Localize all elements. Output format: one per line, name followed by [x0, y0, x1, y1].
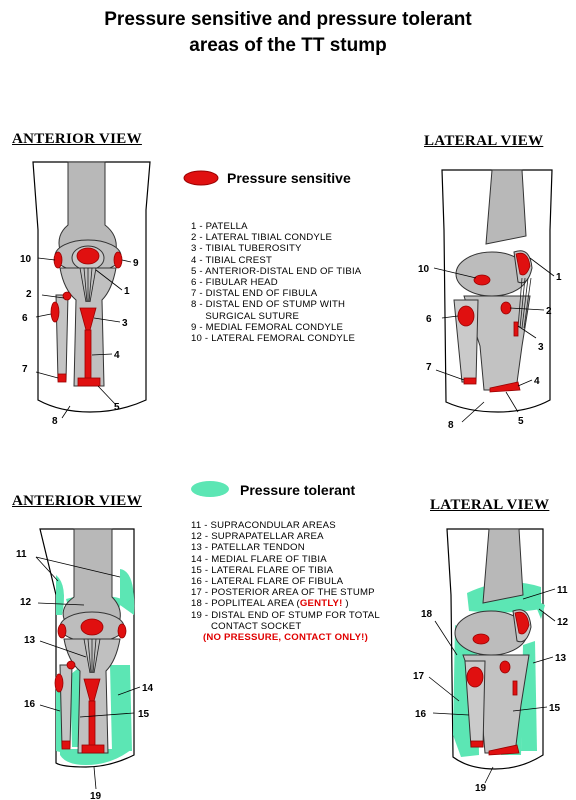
- list-item: 1 - PATELLA: [191, 221, 361, 232]
- bottom-anterior-figure: 11 12 13 14 16 15 19: [0, 515, 170, 800]
- femur-bone: [483, 529, 523, 603]
- callout-label: 18: [421, 609, 433, 620]
- callout-label: 15: [138, 709, 150, 720]
- callout-label: 12: [557, 617, 569, 628]
- page-title-line2: areas of the TT stump: [0, 34, 576, 57]
- list-item: SURGICAL SUTURE: [191, 311, 361, 322]
- callout-label: 3: [122, 318, 128, 329]
- callout-label: 7: [426, 362, 432, 373]
- callout-label: 4: [534, 376, 540, 387]
- list-item: 11 - SUPRACONDULAR AREAS: [191, 520, 380, 531]
- page-title-line1: Pressure sensitive and pressure tolerant: [0, 8, 576, 31]
- area-distal-fibula: [58, 374, 66, 382]
- pressure-sensitive-swatch: [183, 170, 219, 186]
- list-item: 12 - SUPRAPATELLAR AREA: [191, 531, 380, 542]
- item-18-gently: GENTLY!: [300, 598, 343, 609]
- list-item-18: 18 - POPLITEAL AREA (GENTLY! ): [191, 598, 380, 609]
- list-item: 5 - ANTERIOR-DISTAL END OF TIBIA: [191, 266, 361, 277]
- callout-label: 11: [557, 585, 568, 596]
- area-lateral-femoral-condyle: [54, 252, 62, 268]
- bottom-anterior-heading: ANTERIOR VIEW: [12, 493, 142, 510]
- callout-label: 2: [546, 306, 552, 317]
- list-item: 9 - MEDIAL FEMORAL CONDYLE: [191, 322, 361, 333]
- callout-label: 17: [413, 671, 425, 682]
- pressure-tolerant-swatch: [190, 480, 230, 498]
- top-anterior-heading: ANTERIOR VIEW: [12, 131, 142, 148]
- callout-label: 16: [24, 699, 36, 710]
- area-lateral-tibial-condyle: [63, 292, 71, 300]
- area-medial-tibia: [110, 665, 132, 751]
- list-item: 6 - FIBULAR HEAD: [191, 277, 361, 288]
- callout-label: 19: [475, 783, 487, 794]
- femur-bone: [486, 170, 526, 244]
- item-19-note: (NO PRESSURE, CONTACT ONLY!): [191, 632, 380, 643]
- list-item: 13 - PATELLAR TENDON: [191, 542, 380, 553]
- area-anterior-distal-tibia: [78, 378, 100, 386]
- area-fibular-head: [51, 302, 59, 322]
- top-anterior-figure: 10 9 2 1 6 3 4 7 5 8: [0, 150, 170, 435]
- callout-label: 1: [124, 286, 130, 297]
- area-lateral-tibial-condyle: [501, 302, 511, 314]
- callout-label: 3: [538, 342, 544, 353]
- pressure-tolerant-list: 11 - SUPRACONDULAR AREAS 12 - SUPRAPATEL…: [191, 520, 380, 643]
- area-distal-fibula: [464, 378, 476, 384]
- callout-label: 13: [555, 653, 567, 664]
- pressure-sensitive-list: 1 - PATELLA 2 - LATERAL TIBIAL CONDYLE 3…: [191, 221, 361, 344]
- pressure-sensitive-label: Pressure sensitive: [227, 170, 351, 186]
- callout-label: 7: [22, 364, 28, 375]
- callout-label: 15: [549, 703, 561, 714]
- top-lateral-figure: 10 1 2 6 3 7 4 8 5: [410, 150, 576, 435]
- callout-label: 9: [133, 258, 139, 269]
- callout-label: 10: [418, 264, 430, 275]
- item-18-suffix: ): [343, 598, 349, 609]
- list-item: 17 - POSTERIOR AREA OF THE STUMP: [191, 587, 380, 598]
- callout-label: 6: [22, 313, 28, 324]
- callout-label: 16: [415, 709, 427, 720]
- area-fibular-head: [458, 306, 474, 326]
- area-medial-femoral-condyle: [114, 252, 122, 268]
- callout-label: 12: [20, 597, 32, 608]
- callout-label: 6: [426, 314, 432, 325]
- area-lateral-femoral-condyle: [474, 275, 490, 285]
- bottom-lateral-heading: LATERAL VIEW: [430, 497, 549, 514]
- callout-label: 8: [52, 416, 58, 427]
- top-lateral-heading: LATERAL VIEW: [424, 133, 543, 150]
- list-item: 14 - MEDIAL FLARE OF TIBIA: [191, 554, 380, 565]
- bottom-lateral-figure: 11 12 18 13 17 16 15 19: [405, 515, 576, 800]
- list-item: 7 - DISTAL END OF FIBULA: [191, 288, 361, 299]
- callout-label: 14: [142, 683, 154, 694]
- callout-label: 5: [518, 416, 524, 427]
- list-item: 15 - LATERAL FLARE OF TIBIA: [191, 565, 380, 576]
- list-item: 10 - LATERAL FEMORAL CONDYLE: [191, 333, 361, 344]
- callout-label: 4: [114, 350, 120, 361]
- area-tibial-tuberosity: [514, 322, 518, 336]
- pressure-tolerant-label: Pressure tolerant: [240, 482, 355, 498]
- list-item: 3 - TIBIAL TUBEROSITY: [191, 243, 361, 254]
- list-item: 2 - LATERAL TIBIAL CONDYLE: [191, 232, 361, 243]
- list-item: 16 - LATERAL FLARE OF FIBULA: [191, 576, 380, 587]
- area-tibial-crest: [85, 330, 91, 380]
- callout-label: 8: [448, 420, 454, 431]
- callout-label: 11: [16, 549, 27, 560]
- area-patella: [77, 248, 99, 264]
- list-item: 19 - DISTAL END OF STUMP FOR TOTAL: [191, 610, 380, 621]
- callout-label: 2: [26, 289, 32, 300]
- callout-label: 1: [556, 272, 562, 283]
- callout-label: 5: [114, 402, 120, 413]
- callout-label: 19: [90, 791, 102, 800]
- callout-label: 10: [20, 254, 32, 265]
- list-item: CONTACT SOCKET: [191, 621, 380, 632]
- callout-label: 13: [24, 635, 36, 646]
- list-item: 4 - TIBIAL CREST: [191, 255, 361, 266]
- item-18-prefix: 18 - POPLITEAL AREA (: [191, 598, 300, 609]
- list-item: 8 - DISTAL END OF STUMP WITH: [191, 299, 361, 310]
